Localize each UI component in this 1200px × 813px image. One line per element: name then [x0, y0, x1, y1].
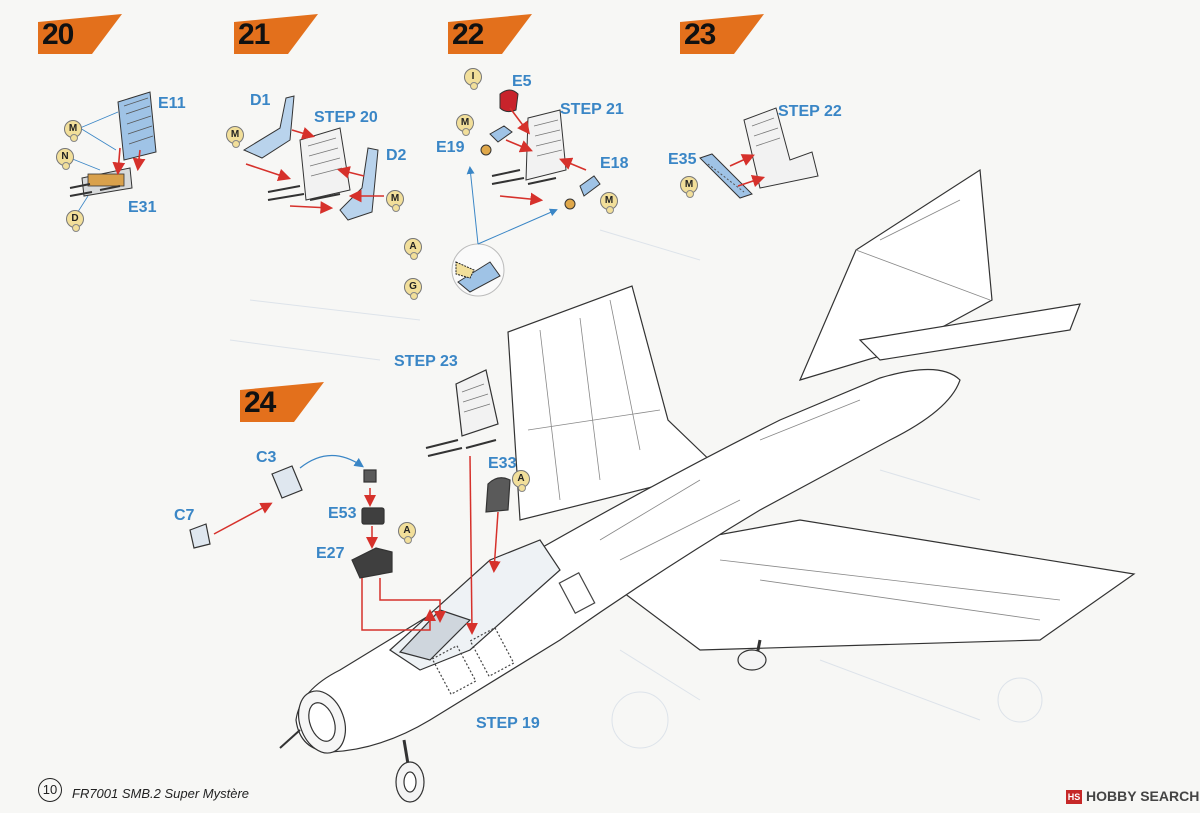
label-e27: E27: [316, 545, 345, 562]
hobby-search-logo-icon: HS: [1066, 790, 1082, 805]
step-number: 21: [238, 18, 270, 51]
label-c3: C3: [256, 449, 277, 466]
brand-text: HOBBY SEARCH: [1086, 788, 1200, 804]
paint-marker-d: D: [66, 210, 84, 232]
paint-marker-a: A: [512, 470, 530, 492]
paint-marker-m: M: [64, 120, 82, 142]
part-e11: [117, 91, 157, 161]
step-tag-21: 21: [234, 12, 318, 54]
part-c3: [271, 465, 303, 499]
paint-marker-g: G: [404, 278, 422, 300]
part-e35: [699, 153, 753, 199]
paint-marker-m: M: [386, 190, 404, 212]
label-step21: STEP 21: [560, 101, 624, 118]
label-e33: E33: [488, 455, 517, 472]
part-e19: [489, 125, 513, 143]
label-step20: STEP 20: [314, 109, 378, 126]
paint-marker-i: I: [464, 68, 482, 90]
part-e33: [485, 477, 511, 513]
kit-title: FR7001 SMB.2 Super Mystère: [72, 786, 250, 801]
part-d1: [242, 95, 295, 159]
aircraft-super-mystere: [189, 168, 1136, 803]
step-tag-20: 20: [38, 12, 122, 54]
step24-guides: [213, 455, 501, 635]
step-number: 22: [452, 18, 484, 51]
step-tag-24: 24: [240, 380, 324, 422]
background-ghosting: [229, 229, 1043, 749]
label-e11: E11: [158, 95, 186, 112]
label-c7: C7: [174, 507, 195, 524]
paint-marker-m: M: [456, 114, 474, 136]
label-step19: STEP 19: [476, 715, 540, 732]
paint-marker-a: A: [404, 238, 422, 260]
step-number: 23: [684, 18, 716, 51]
step-tag-22: 22: [448, 12, 532, 54]
paint-marker-a: A: [398, 522, 416, 544]
step22-group: [451, 89, 601, 297]
paint-marker-n: N: [56, 148, 74, 170]
label-step22: STEP 22: [778, 103, 842, 120]
step-number: 24: [244, 386, 276, 419]
step20-group: [69, 91, 157, 219]
step23-group: [699, 107, 819, 199]
step21-group: [242, 95, 384, 221]
part-e5: [499, 89, 519, 113]
part-e27: [351, 547, 393, 579]
label-d1: D1: [250, 92, 271, 109]
page-number: 10: [38, 778, 62, 802]
label-e35: E35: [668, 151, 697, 168]
hobby-search-watermark: HS HOBBY SEARCH: [1066, 788, 1200, 805]
part-e53: [361, 507, 385, 525]
paint-marker-m: M: [600, 192, 618, 214]
paint-marker-m: M: [226, 126, 244, 148]
step-number: 20: [42, 18, 74, 51]
label-d2: D2: [386, 147, 407, 164]
label-e53: E53: [328, 505, 357, 522]
part-c7: [189, 523, 211, 549]
label-step23: STEP 23: [394, 353, 458, 370]
label-e19: E19: [436, 139, 465, 156]
paint-marker-m: M: [680, 176, 698, 198]
label-e5: E5: [512, 73, 532, 90]
label-e18: E18: [600, 155, 629, 172]
part-e18: [579, 175, 601, 197]
step-tag-23: 23: [680, 12, 764, 54]
c3-flip-arrow: [299, 454, 364, 469]
label-e31: E31: [128, 199, 157, 216]
